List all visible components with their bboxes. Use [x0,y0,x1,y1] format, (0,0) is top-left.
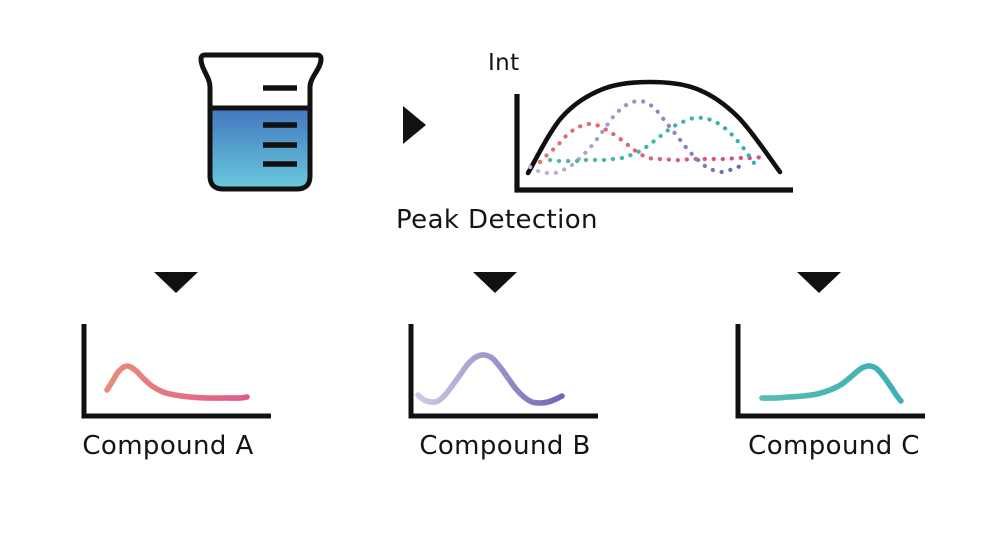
compound-c-chart [735,324,925,419]
beaker-outline [198,52,324,192]
peak-detection-chart [514,79,793,193]
right-arrow-icon [403,106,426,144]
beaker-graduation-ticks [263,85,297,167]
compound-a-label: Compound A [82,431,254,461]
compound-b-axes [408,324,598,419]
down-arrow-icon-compound-b [473,272,517,293]
beaker-liquid [210,108,310,189]
peak-chart-axes [514,94,793,193]
compound-b-peak [415,352,565,406]
compound-c-trace [547,115,759,169]
beaker-icon [198,52,324,192]
envelope-curve [525,79,783,176]
compound-b-trace [527,98,748,176]
compound-a-axes [81,324,271,419]
compound-a-trace [537,121,765,165]
down-arrow-icon-compound-a [154,272,198,293]
compound-b-chart [408,324,598,419]
compound-a-chart [81,324,271,419]
down-arrow-icon-compound-c [797,272,841,293]
peak-detection-title: Peak Detection [396,205,598,235]
compound-b-label: Compound B [419,431,591,461]
compound-a-peak [104,363,250,401]
compound-c-axes [735,324,925,419]
compound-c-label: Compound C [748,431,920,461]
intensity-axis-label: Int [488,50,520,76]
compound-c-peak [759,363,904,404]
